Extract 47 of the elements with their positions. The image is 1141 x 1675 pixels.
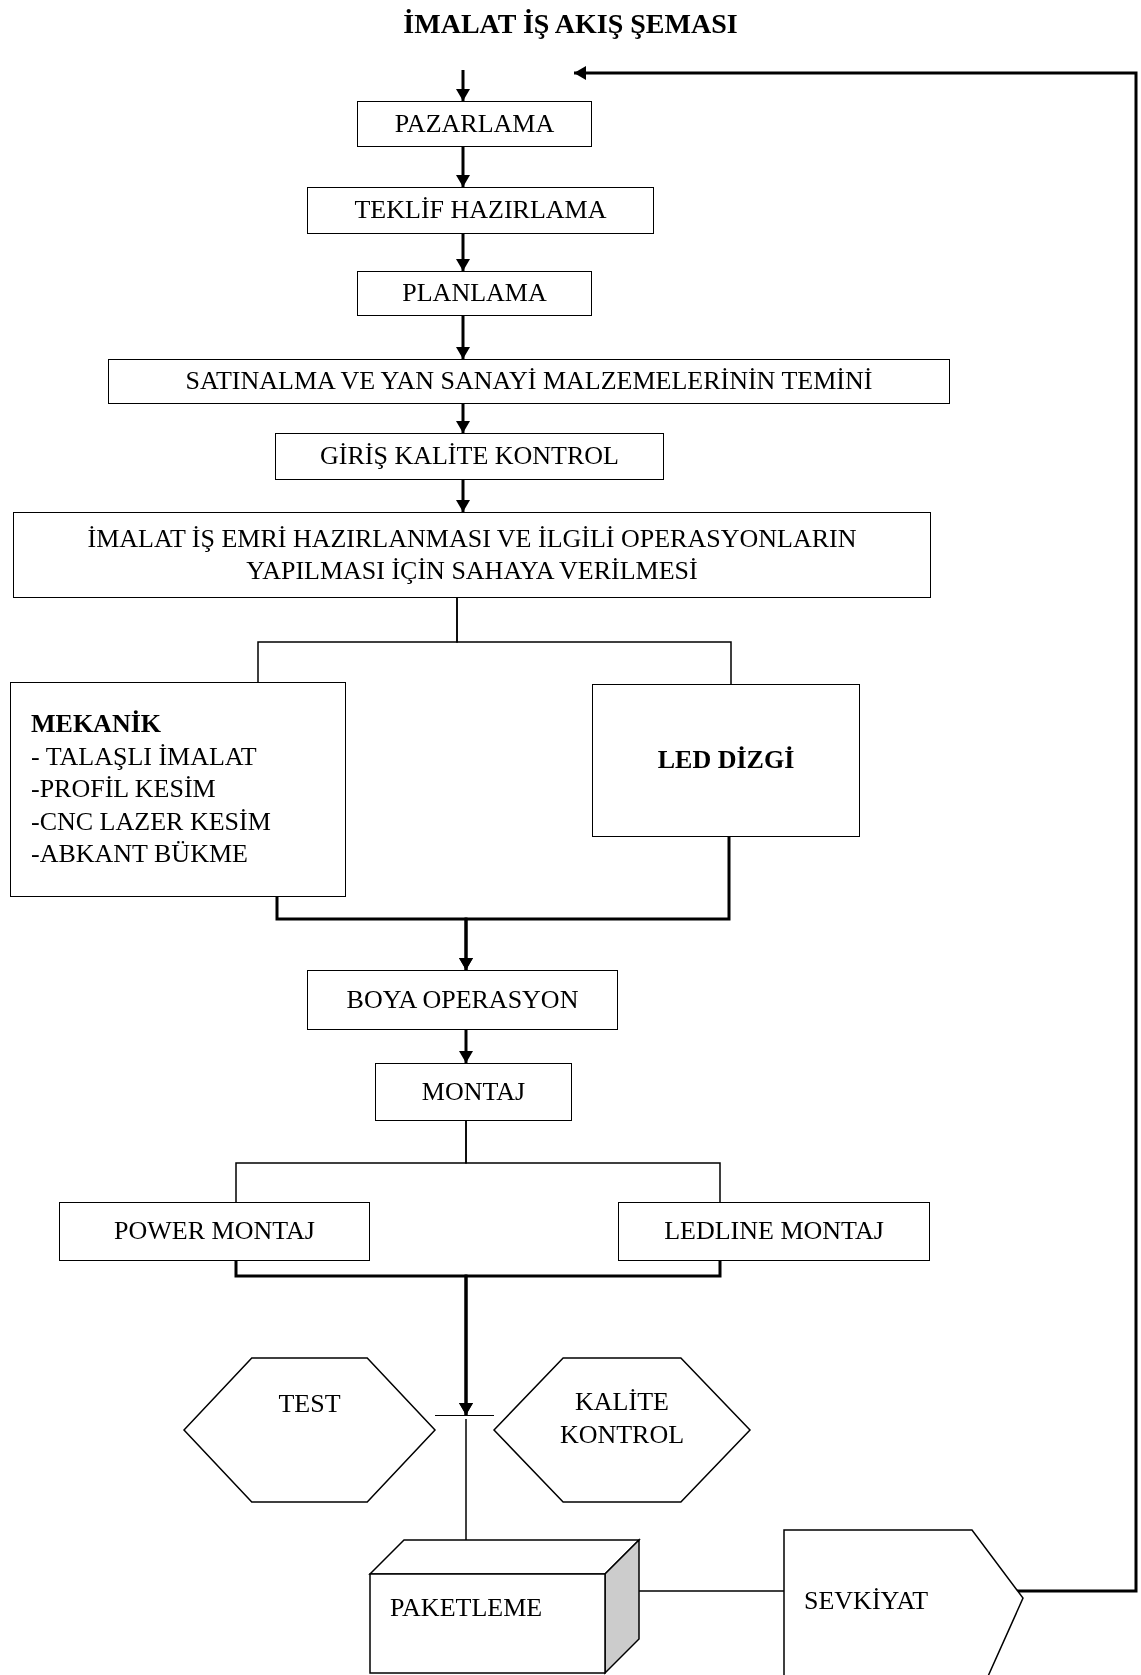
box-label: LEDLINE MONTAJ xyxy=(664,1215,884,1248)
box-label: TEST xyxy=(278,1388,341,1420)
process-box xyxy=(375,1063,572,1121)
box-heading: MEKANİK xyxy=(31,708,161,741)
box-label: PLANLAMA xyxy=(402,277,547,310)
box-label: LED DİZGİ xyxy=(657,744,795,777)
box-label: PAKETLEME xyxy=(390,1592,543,1624)
process-box xyxy=(10,682,346,897)
box-label: KALİTE KONTROL xyxy=(558,1386,686,1451)
process-box xyxy=(618,1202,930,1261)
box-label: -ABKANT BÜKME xyxy=(31,838,248,871)
box-label: -PROFİL KESİM xyxy=(31,773,216,806)
box-label: SATINALMA VE YAN SANAYİ MALZEMELERİNİN TEMİNİ xyxy=(185,365,873,398)
box-label: PAZARLAMA xyxy=(394,107,555,140)
junction-bar xyxy=(435,1415,494,1419)
box-label: -CNC LAZER KESİM xyxy=(31,805,271,838)
box-label: - TALAŞLI İMALAT xyxy=(31,740,257,773)
box-label: GİRİŞ KALİTE KONTROL xyxy=(320,440,619,473)
box-label: TEKLİF HAZIRLAMA xyxy=(354,194,607,227)
arrow xyxy=(459,1030,473,1063)
arrow xyxy=(456,70,470,101)
box-label: İMALAT İŞ EMRİ HAZIRLANMASI VE İLGİLİ OPERASYONLARIN YAPILMASI İÇİN SAHAYA VERİLMESİ xyxy=(86,522,858,587)
process-box xyxy=(357,101,592,147)
connector-line xyxy=(465,1418,467,1541)
arrow xyxy=(459,1261,722,1415)
box-label: SEVKİYAT xyxy=(804,1584,929,1617)
process-box xyxy=(592,684,860,837)
arrow xyxy=(574,66,1138,1593)
connector-line xyxy=(465,1120,721,1203)
arrow xyxy=(456,316,470,359)
process-box xyxy=(13,512,931,598)
box-label: POWER MONTAJ xyxy=(114,1215,315,1248)
diagram-title: İMALAT İŞ AKIŞ ŞEMASI xyxy=(402,8,739,40)
box-label: BOYA OPERASYON xyxy=(346,983,579,1016)
arrow xyxy=(456,234,470,271)
process-box xyxy=(108,359,950,404)
arrow xyxy=(459,837,731,970)
process-box xyxy=(275,433,664,480)
arrow xyxy=(456,147,470,187)
arrow xyxy=(456,480,470,512)
process-box xyxy=(307,187,654,234)
arrow xyxy=(456,404,470,433)
process-box xyxy=(59,1202,370,1261)
process-box xyxy=(307,970,618,1030)
process-box xyxy=(357,271,592,316)
box-label: MONTAJ xyxy=(421,1075,526,1108)
connector-line xyxy=(456,597,732,685)
